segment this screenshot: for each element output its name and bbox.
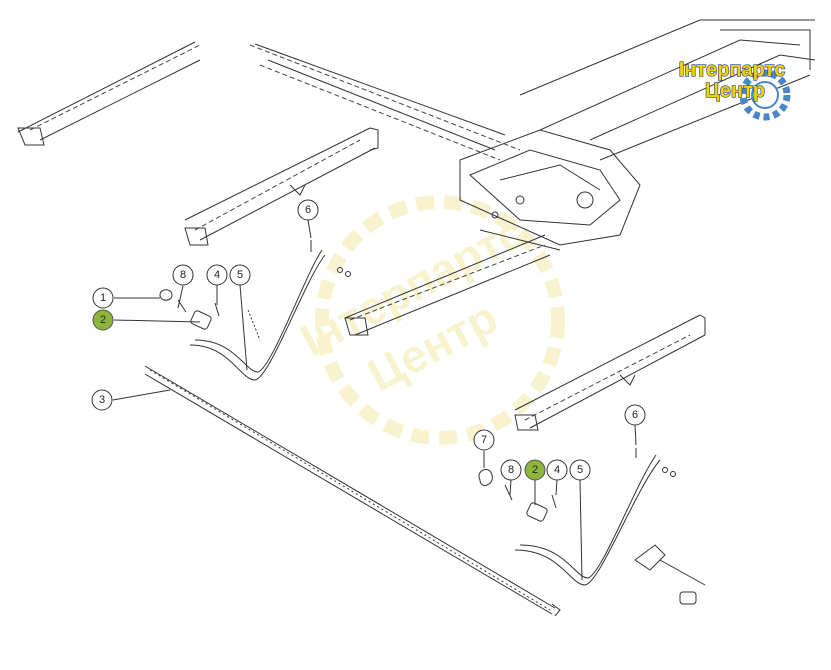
callout-5-upper-label: 5 bbox=[237, 269, 243, 281]
callout-5-lower-circle bbox=[569, 459, 591, 481]
rod-part-3 bbox=[144, 365, 561, 617]
callouts: 1 2 3 4 5 6 8 6 bbox=[91, 199, 646, 481]
tine-assembly-lower bbox=[478, 448, 706, 605]
callout-6-upper-circle bbox=[297, 199, 319, 221]
bracket-part bbox=[679, 591, 697, 605]
main-frame bbox=[249, 19, 816, 251]
callout-6-lower-label: 6 bbox=[632, 409, 638, 421]
callout-4-upper-circle bbox=[206, 264, 228, 286]
arms bbox=[17, 41, 706, 431]
callout-6-upper[interactable]: 6 bbox=[297, 199, 319, 221]
callout-4-upper-label: 4 bbox=[214, 269, 220, 281]
logo: Інтерпартс Центр bbox=[678, 58, 791, 121]
spring-part-7 bbox=[478, 469, 493, 486]
callout-6-lower[interactable]: 6 bbox=[624, 404, 646, 426]
callout-6-upper-label: 6 bbox=[305, 204, 311, 216]
tine-assembly-upper bbox=[159, 240, 351, 381]
callout-7[interactable]: 7 bbox=[473, 429, 495, 451]
callout-5-lower[interactable]: 5 bbox=[569, 459, 591, 481]
callout-2-upper[interactable]: 2 bbox=[92, 309, 114, 331]
callout-4-upper[interactable]: 4 bbox=[206, 264, 228, 286]
callout-1-label: 1 bbox=[100, 292, 106, 304]
bushing-part-2 bbox=[190, 310, 212, 330]
callout-8-upper-label: 8 bbox=[180, 269, 186, 281]
logo-line1: Інтерпартс bbox=[679, 59, 786, 81]
callout-1[interactable]: 1 bbox=[92, 287, 114, 309]
callout-2-lower-label: 2 bbox=[532, 464, 538, 476]
callout-3-circle bbox=[91, 389, 113, 411]
callout-5-upper-circle bbox=[229, 264, 251, 286]
callout-4-lower-label: 4 bbox=[554, 464, 560, 476]
callout-4-lower[interactable]: 4 bbox=[546, 459, 568, 481]
callout-2-upper-circle bbox=[92, 309, 114, 331]
callout-6-lower-circle bbox=[624, 404, 646, 426]
callout-2-lower[interactable]: 2 bbox=[524, 459, 546, 481]
callout-3[interactable]: 3 bbox=[91, 389, 113, 411]
callout-8-upper-circle bbox=[172, 264, 194, 286]
gear-icon bbox=[739, 69, 791, 121]
spring-part-1 bbox=[159, 289, 173, 301]
bushing-part-2-lower bbox=[526, 502, 548, 522]
callout-2-upper-label: 2 bbox=[100, 314, 106, 326]
logo-line2: Центр bbox=[705, 80, 765, 102]
callout-5-upper[interactable]: 5 bbox=[229, 264, 251, 286]
callout-8-lower-circle bbox=[500, 459, 522, 481]
callout-leaders bbox=[112, 219, 637, 581]
watermark-gear-icon bbox=[315, 195, 565, 445]
callout-1-circle bbox=[92, 287, 114, 309]
callout-8-lower[interactable]: 8 bbox=[500, 459, 522, 481]
callout-7-label: 7 bbox=[481, 434, 487, 446]
callout-3-label: 3 bbox=[99, 394, 105, 406]
callout-7-circle bbox=[473, 429, 495, 451]
callout-4-lower-circle bbox=[546, 459, 568, 481]
callout-2-lower-circle bbox=[524, 459, 546, 481]
watermark: Інтерпартс Центр bbox=[292, 195, 565, 445]
callout-8-lower-label: 8 bbox=[508, 464, 514, 476]
callout-5-lower-label: 5 bbox=[577, 464, 583, 476]
callout-8-upper[interactable]: 8 bbox=[172, 264, 194, 286]
